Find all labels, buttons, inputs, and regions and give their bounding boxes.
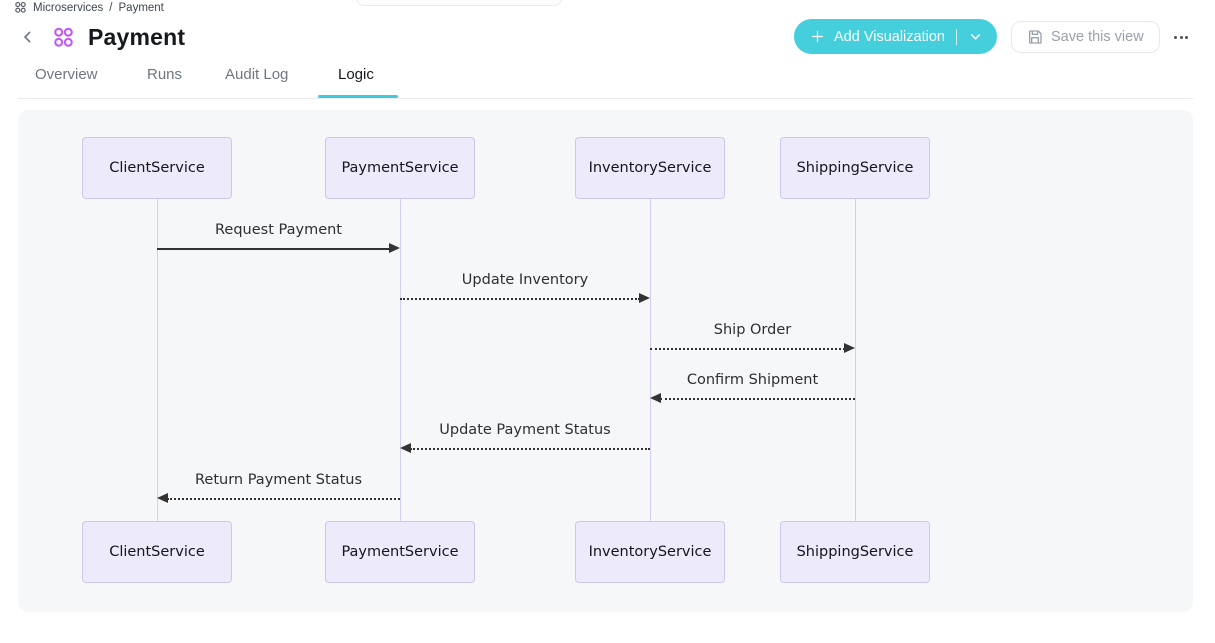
save-view-button[interactable]: Save this view — [1011, 21, 1160, 53]
lifeline — [854, 199, 856, 521]
add-visualization-button[interactable]: Add Visualization — [794, 19, 997, 54]
breadcrumb-separator: / — [109, 1, 113, 14]
breadcrumb-item-payment[interactable]: Payment — [118, 1, 164, 14]
add-visualization-label: Add Visualization — [834, 28, 945, 45]
participant-box: InventoryService — [575, 521, 725, 583]
top-toolbar-edge — [356, 0, 562, 6]
message-label: Ship Order — [713, 322, 792, 338]
message-line — [157, 248, 390, 250]
page-title: Payment — [88, 24, 186, 50]
cluster-icon — [14, 1, 27, 14]
message-label: Update Inventory — [461, 272, 589, 288]
participant-box: ShippingService — [780, 137, 930, 199]
tab-overview[interactable]: Overview — [35, 66, 98, 83]
participant-box: ClientService — [82, 521, 232, 583]
breadcrumb-item-microservices[interactable]: Microservices — [33, 1, 104, 14]
arrowhead — [639, 293, 650, 303]
save-view-label: Save this view — [1051, 29, 1144, 45]
breadcrumb: Microservices / Payment — [14, 1, 164, 14]
message-line — [400, 298, 640, 300]
message-label: Update Payment Status — [439, 422, 611, 438]
message-label: Request Payment — [215, 222, 342, 238]
arrowhead — [650, 393, 661, 403]
participant-box: PaymentService — [325, 137, 475, 199]
more-options-button[interactable] — [1168, 26, 1194, 48]
arrowhead — [157, 493, 168, 503]
participant-box: ShippingService — [780, 521, 930, 583]
arrowhead — [389, 243, 400, 253]
tab-runs[interactable]: Runs — [147, 66, 183, 83]
arrowhead — [400, 443, 411, 453]
lifeline — [156, 199, 158, 521]
participant-box: InventoryService — [575, 137, 725, 199]
ellipsis-icon — [1174, 35, 1188, 39]
tab-audit-log[interactable]: Audit Log — [225, 66, 289, 83]
tabs-divider — [18, 98, 1193, 99]
participant-box: PaymentService — [325, 521, 475, 583]
message-line — [650, 348, 845, 350]
cluster-icon — [52, 26, 75, 49]
button-divider — [955, 28, 957, 45]
message-line — [410, 448, 650, 450]
lifeline — [399, 199, 401, 521]
back-button[interactable] — [20, 29, 38, 47]
message-label: Confirm Shipment — [686, 372, 819, 388]
arrowhead — [844, 343, 855, 353]
lifeline — [649, 199, 651, 521]
message-label: Return Payment Status — [194, 472, 363, 488]
plus-icon — [810, 29, 825, 44]
active-tab-indicator — [318, 95, 398, 98]
tab-logic[interactable]: Logic — [338, 66, 374, 83]
floppy-disk-icon — [1027, 29, 1043, 45]
chevron-down-icon[interactable] — [968, 29, 983, 44]
participant-box: ClientService — [82, 137, 232, 199]
message-line — [167, 498, 400, 500]
message-line — [660, 398, 855, 400]
